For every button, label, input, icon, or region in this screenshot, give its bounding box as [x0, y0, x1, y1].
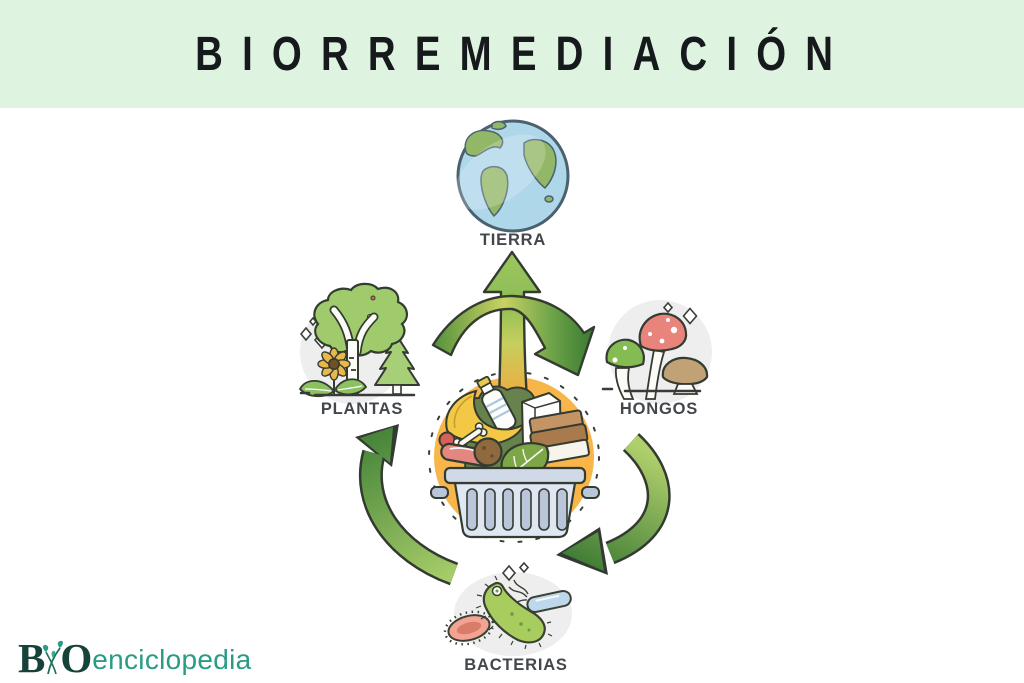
cycle-arrow-right-icon	[556, 433, 671, 575]
mushrooms-icon	[601, 300, 712, 404]
label-hongos: HONGOS	[619, 400, 699, 418]
page-title: BIORREMEDIACIÓN	[195, 27, 853, 81]
sparkle-icon	[501, 561, 530, 582]
sunflower-icon	[298, 347, 368, 398]
sparkle-icon	[662, 301, 698, 325]
logo-letter-b: B	[18, 635, 46, 681]
bin-handle-left	[430, 486, 449, 499]
logo-text: enciclopedia	[92, 644, 252, 675]
brand-logo: B O enciclopedia	[18, 635, 252, 681]
banana-peel	[445, 389, 527, 445]
cycle-arrow-left-icon	[355, 424, 459, 586]
arch-arrow-icon	[431, 294, 596, 377]
leaf-sprout-icon	[43, 640, 64, 675]
bin-handle-right	[581, 486, 600, 499]
green-bacterium	[475, 575, 553, 650]
trash-bin-with-waste-icon	[430, 375, 600, 539]
title-banner: BIORREMEDIACIÓN	[0, 0, 1024, 108]
arrow-up-to-earth-icon	[482, 250, 542, 401]
earth-globe-icon	[454, 119, 570, 233]
label-bacterias: BACTERIAS	[464, 656, 568, 674]
trees-icon	[298, 282, 420, 404]
bin-rim	[443, 466, 587, 485]
label-tierra: TIERRA	[479, 231, 547, 249]
logo-letter-o: O	[60, 635, 93, 681]
birch-crown	[313, 282, 408, 357]
label-plantas: PLANTAS	[320, 400, 404, 418]
food-scrap	[473, 437, 503, 467]
pink-bacterium	[443, 610, 495, 646]
bacteria-icon	[443, 561, 572, 656]
